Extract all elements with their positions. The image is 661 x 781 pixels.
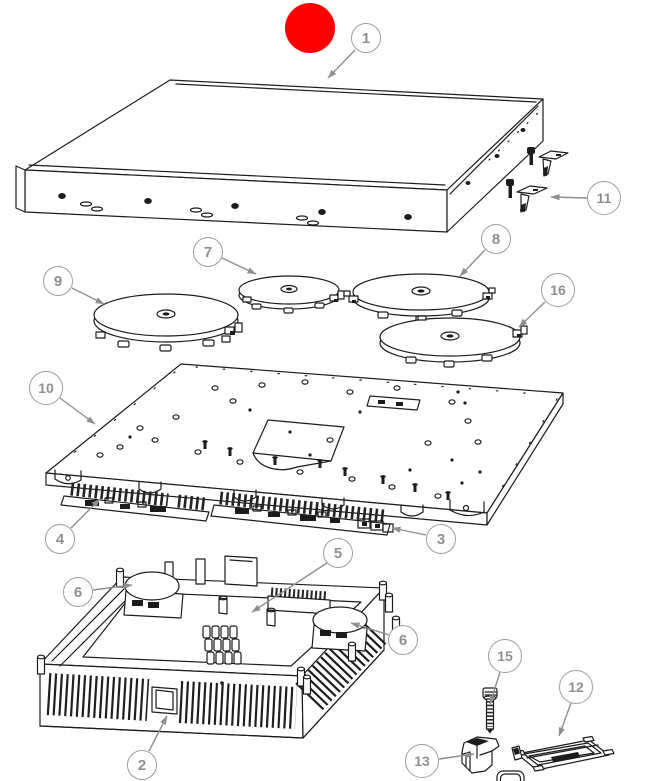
- callout-4: 4: [45, 524, 75, 554]
- callout-2: 2: [127, 750, 157, 780]
- power-board-right-drawing: [210, 491, 394, 536]
- glass-ceramic-top-drawing: [15, 79, 544, 233]
- callout-6-left: 6: [63, 577, 93, 607]
- callout-leader-lines: [59, 49, 589, 760]
- screw-drawing: [482, 687, 498, 734]
- main-control-board-drawing: [202, 595, 276, 685]
- callout-16: 16: [541, 273, 575, 307]
- induction-coil-rear-right-drawing: [343, 273, 496, 323]
- callout-8: 8: [481, 224, 511, 254]
- cooling-fan-left-drawing: [123, 571, 184, 619]
- callout-6-right: 6: [388, 625, 418, 655]
- mounting-brackets-screws-drawing: [506, 147, 569, 213]
- induction-coil-left-drawing: [93, 293, 243, 352]
- induction-coil-rear-center-drawing: [238, 275, 345, 314]
- callout-9: 9: [43, 266, 73, 296]
- callout-11: 11: [587, 181, 621, 215]
- red-marker-dot: [285, 3, 335, 53]
- bottom-housing-tray-drawing: [36, 555, 401, 739]
- callout-5: 5: [323, 538, 353, 568]
- callout-1: 1: [351, 23, 381, 53]
- callout-12: 12: [559, 670, 593, 704]
- callout-13: 13: [405, 744, 439, 778]
- corner-bracket-drawing: [461, 736, 500, 774]
- induction-coil-front-right-drawing: [379, 315, 528, 368]
- cooling-fan-right-drawing: [311, 606, 368, 652]
- partial-part-bottom-edge: [496, 770, 525, 781]
- callout-15: 15: [488, 639, 522, 673]
- callout-10: 10: [29, 371, 63, 405]
- callout-7: 7: [193, 237, 223, 267]
- callout-3: 3: [426, 524, 456, 554]
- bracket-plate-drawing: [511, 735, 615, 772]
